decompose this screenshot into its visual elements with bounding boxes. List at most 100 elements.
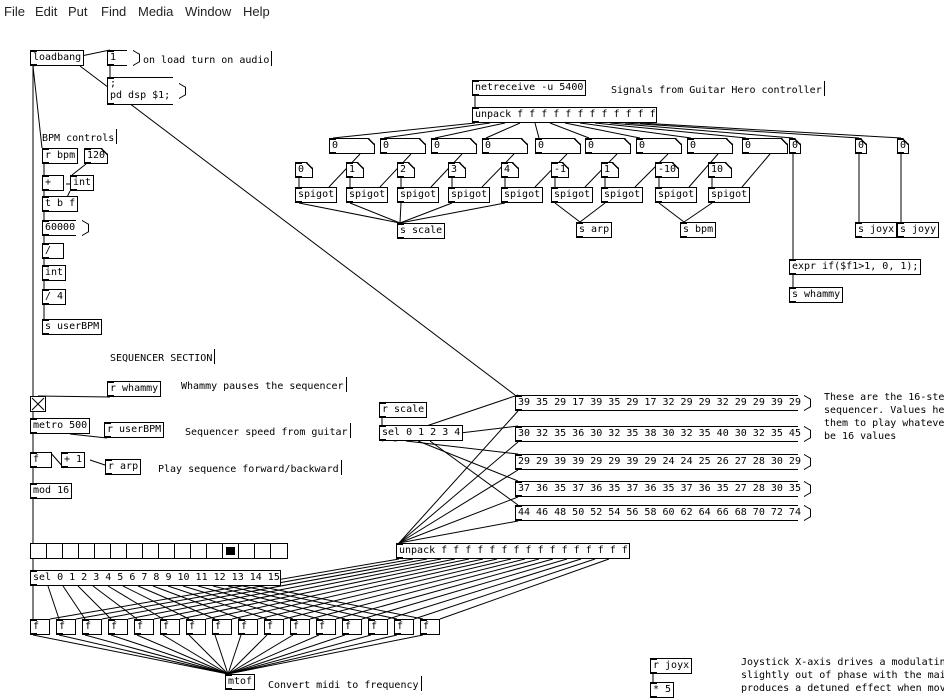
offset-number-8[interactable]: 10	[708, 162, 732, 178]
float-step-10[interactable]: f	[290, 619, 310, 635]
trigger-object[interactable]: t b f	[42, 196, 79, 212]
radio-cell[interactable]	[31, 544, 47, 558]
controller-number-10[interactable]: 0	[855, 138, 867, 154]
send-whammy-object[interactable]: s whammy	[789, 287, 844, 303]
offset-number-3[interactable]: 3	[448, 162, 466, 178]
float-step-14[interactable]: f	[394, 619, 414, 635]
radio-cell[interactable]	[159, 544, 175, 558]
float-step-0[interactable]: f	[30, 619, 50, 635]
select-scale-object[interactable]: sel 0 1 2 3 4	[379, 425, 464, 441]
radio-cell[interactable]	[111, 544, 127, 558]
controller-number-4[interactable]: 0	[535, 138, 581, 154]
mtof-object[interactable]: mtof	[225, 674, 256, 690]
send-bpm-object[interactable]: s bpm	[680, 222, 717, 238]
loadbang-object[interactable]: loadbang	[30, 50, 85, 66]
radio-cell[interactable]	[255, 544, 271, 558]
spigot-object-2[interactable]: spigot	[397, 187, 440, 203]
mod16-object[interactable]: mod 16	[30, 483, 73, 499]
send-userbpm-object[interactable]: s userBPM	[42, 319, 103, 335]
offset-number-4[interactable]: 4	[501, 162, 519, 178]
menu-file[interactable]: File	[4, 4, 25, 19]
netreceive-object[interactable]: netreceive -u 5400	[472, 80, 587, 96]
float-step-15[interactable]: f	[420, 619, 440, 635]
controller-number-3[interactable]: 0	[482, 138, 528, 154]
expr-object[interactable]: expr if($f1>1, 0, 1);	[789, 259, 922, 275]
radio-cell[interactable]	[223, 544, 239, 558]
radio-cell[interactable]	[95, 544, 111, 558]
audio-on-message[interactable]: 1	[107, 50, 127, 66]
radio-cell[interactable]	[271, 544, 287, 558]
send-joyx-object[interactable]: s joyx	[855, 222, 898, 238]
float-step-11[interactable]: f	[316, 619, 336, 635]
controller-number-11[interactable]: 0	[897, 138, 909, 154]
offset-number-5[interactable]: -1	[551, 162, 569, 178]
divide-object[interactable]: /	[42, 243, 64, 259]
plus-object[interactable]: +	[42, 175, 64, 191]
receive-arp-object[interactable]: r arp	[105, 459, 142, 475]
controller-number-5[interactable]: 0	[585, 138, 631, 154]
spigot-object-5[interactable]: spigot	[551, 187, 594, 203]
metro-object[interactable]: metro 500	[30, 418, 91, 434]
float-step-9[interactable]: f	[264, 619, 284, 635]
float-step-13[interactable]: f	[368, 619, 388, 635]
menu-edit[interactable]: Edit	[35, 4, 58, 19]
radio-cell[interactable]	[47, 544, 63, 558]
offset-number-7[interactable]: -10	[655, 162, 679, 178]
dsp-message[interactable]: ; pd dsp $1;	[107, 77, 173, 105]
step-radio[interactable]	[30, 543, 288, 559]
unpack-sequence-object[interactable]: unpack f f f f f f f f f f f f f f f f	[396, 543, 630, 559]
receive-joyx-object[interactable]: r joyx	[650, 658, 693, 674]
bpm-number-box[interactable]: 120	[84, 148, 108, 164]
sixty-thousand-message[interactable]: 60000	[42, 220, 76, 236]
radio-cell[interactable]	[63, 544, 79, 558]
spigot-object-8[interactable]: spigot	[708, 187, 751, 203]
controller-number-1[interactable]: 0	[380, 138, 426, 154]
radio-cell[interactable]	[191, 544, 207, 558]
radio-cell[interactable]	[175, 544, 191, 558]
spigot-object-1[interactable]: spigot	[346, 187, 389, 203]
float-step-6[interactable]: f	[186, 619, 206, 635]
radio-cell[interactable]	[239, 544, 255, 558]
offset-number-0[interactable]: 0	[295, 162, 313, 178]
scale-message-1[interactable]: 30 32 35 36 30 32 35 38 30 32 35 40 30 3…	[515, 426, 801, 442]
spigot-object-7[interactable]: spigot	[655, 187, 698, 203]
select-step-object[interactable]: sel 0 1 2 3 4 5 6 7 8 9 10 11 12 13 14 1…	[30, 570, 281, 586]
controller-number-6[interactable]: 0	[636, 138, 682, 154]
controller-number-8[interactable]: 0	[742, 138, 788, 154]
float-object[interactable]: f	[30, 452, 52, 468]
receive-scale-object[interactable]: r scale	[379, 402, 428, 418]
radio-cell[interactable]	[79, 544, 95, 558]
unpack-controller-object[interactable]: unpack f f f f f f f f f f f f	[472, 107, 657, 123]
divide-by-four-object[interactable]: / 4	[42, 289, 67, 305]
float-step-2[interactable]: f	[82, 619, 102, 635]
menu-window[interactable]: Window	[185, 4, 232, 19]
offset-number-1[interactable]: 1	[346, 162, 364, 178]
toggle-run[interactable]	[30, 396, 46, 412]
int-object[interactable]: int	[70, 175, 95, 191]
send-scale-object[interactable]: s scale	[397, 223, 446, 239]
radio-cell[interactable]	[127, 544, 143, 558]
float-step-4[interactable]: f	[134, 619, 154, 635]
float-step-7[interactable]: f	[212, 619, 232, 635]
controller-number-7[interactable]: 0	[687, 138, 733, 154]
scale-message-0[interactable]: 39 35 29 17 39 35 29 17 32 29 29 32 29 2…	[515, 395, 801, 411]
controller-number-0[interactable]: 0	[329, 138, 375, 154]
scale-message-4[interactable]: 44 46 48 50 52 54 56 58 60 62 64 66 68 7…	[515, 505, 801, 521]
receive-userbpm-object[interactable]: r userBPM	[104, 422, 165, 438]
receive-bpm-object[interactable]: r bpm	[42, 148, 79, 164]
plus-one-object[interactable]: + 1	[61, 452, 86, 468]
spigot-object-3[interactable]: spigot	[448, 187, 491, 203]
menu-help[interactable]: Help	[243, 4, 270, 19]
menu-media[interactable]: Media	[138, 4, 174, 19]
offset-number-6[interactable]: 1	[601, 162, 619, 178]
float-step-12[interactable]: f	[342, 619, 362, 635]
offset-number-2[interactable]: 2	[397, 162, 415, 178]
times-five-object[interactable]: * 5	[650, 682, 675, 698]
send-arp-object[interactable]: s arp	[576, 222, 613, 238]
int-object-2[interactable]: int	[42, 265, 67, 281]
patch-canvas[interactable]: loadbang 1 on load turn on audio ; pd ds…	[0, 24, 944, 700]
receive-whammy-object[interactable]: r whammy	[107, 381, 162, 397]
controller-number-2[interactable]: 0	[431, 138, 477, 154]
send-joyy-object[interactable]: s joyy	[897, 222, 940, 238]
spigot-object-0[interactable]: spigot	[295, 187, 338, 203]
